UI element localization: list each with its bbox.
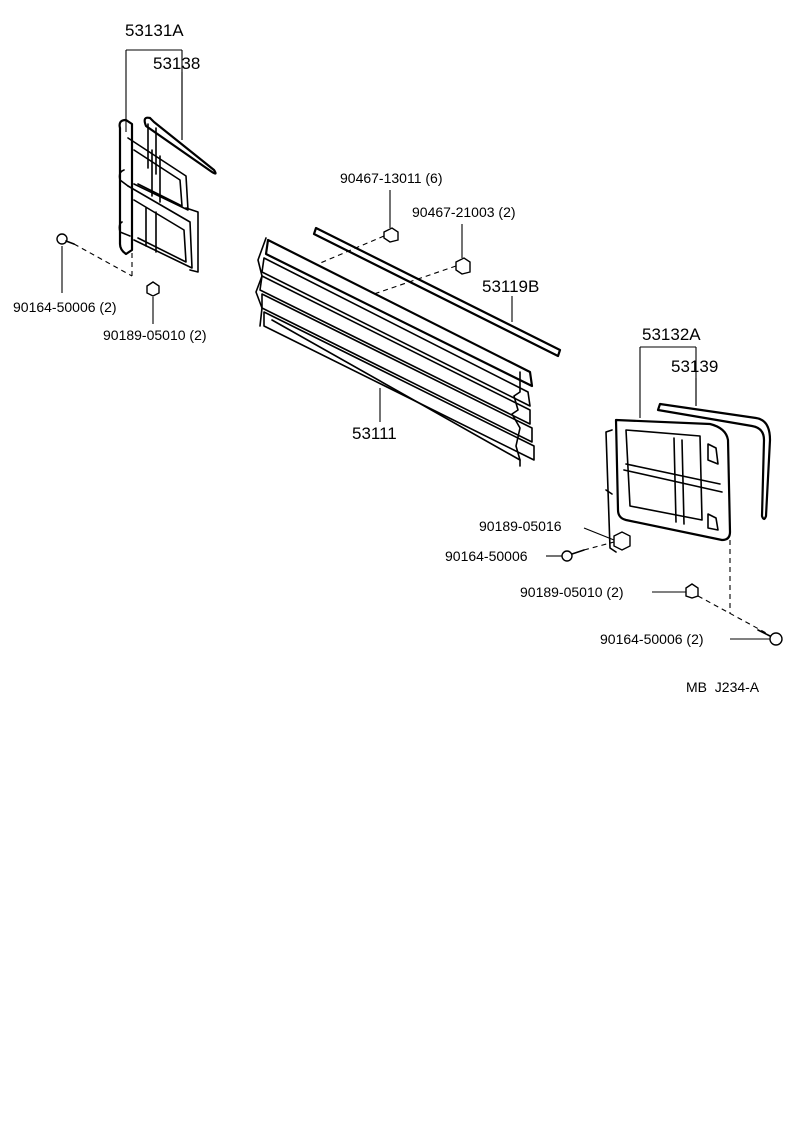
right-nut-90189-05010 xyxy=(685,583,699,599)
left-bezel-seal xyxy=(143,116,217,175)
label-90189-05010-left: 90189-05010 (2) xyxy=(103,327,207,343)
radiator-grille xyxy=(255,237,535,467)
grille-clip-90467-21003 xyxy=(455,257,471,275)
label-90189-05010-right: 90189-05010 (2) xyxy=(520,584,624,600)
label-90164-50006-right-upper: 90164-50006 xyxy=(445,548,528,564)
dash-line-clip-upper xyxy=(317,235,385,265)
label-90467-13011: 90467-13011 (6) xyxy=(340,170,442,186)
label-90164-50006-right-lower: 90164-50006 (2) xyxy=(600,631,704,647)
left-nut-90189 xyxy=(146,281,160,297)
right-bezel-seal xyxy=(656,402,772,521)
label-90467-21003: 90467-21003 (2) xyxy=(412,204,516,220)
right-screw-90164-lower xyxy=(757,629,783,646)
left-screw-90164 xyxy=(56,233,75,245)
dash-line-clip-lower xyxy=(373,265,457,295)
dash-line-left-screw xyxy=(73,243,133,277)
label-53138: 53138 xyxy=(153,54,200,73)
label-53111: 53111 xyxy=(352,424,397,443)
label-90189-05016: 90189-05016 xyxy=(479,518,562,534)
grille-clip-90467-13011 xyxy=(383,227,399,243)
label-53139: 53139 xyxy=(671,357,718,376)
leader-90189-05016 xyxy=(583,527,615,541)
diagram-code: MB J234-A xyxy=(686,679,760,695)
label-53119B: 53119B xyxy=(482,277,539,296)
left-headlamp-bezel xyxy=(118,118,199,273)
dash-line-right-lower xyxy=(697,595,769,635)
right-nut-90189-05016 xyxy=(613,531,631,551)
grille-upper-molding xyxy=(312,226,562,358)
right-screw-90164-upper xyxy=(561,549,585,562)
label-53132A: 53132A xyxy=(642,325,701,344)
right-headlamp-bezel xyxy=(605,418,732,553)
label-90164-50006-left: 90164-50006 (2) xyxy=(13,299,117,315)
label-53131A: 53131A xyxy=(125,21,184,40)
